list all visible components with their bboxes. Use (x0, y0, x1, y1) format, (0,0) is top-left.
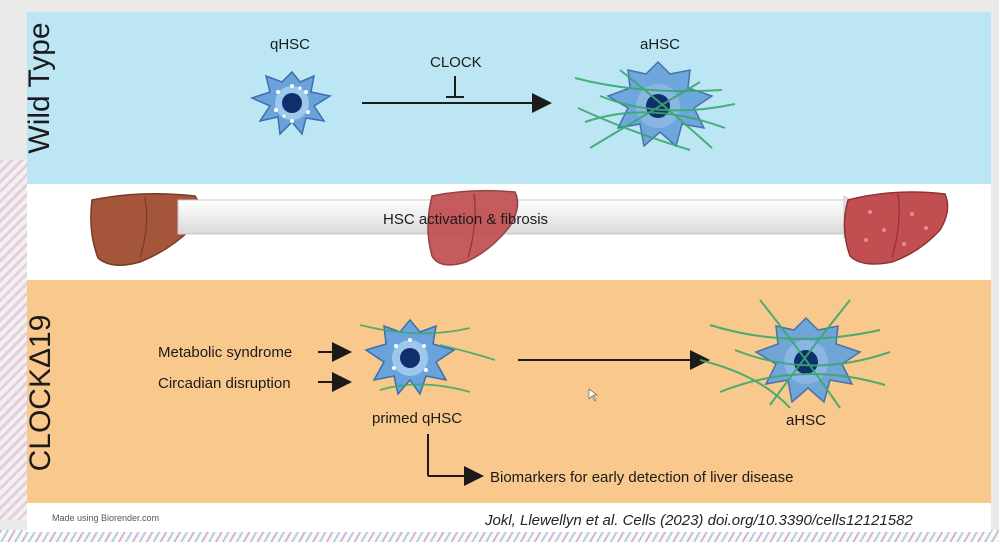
metabolic-syndrome-label: Metabolic syndrome (158, 344, 293, 361)
decorative-stripes-bottom (0, 530, 999, 542)
intermediate-liver-icon (427, 189, 519, 266)
ahsc-clock-label: aHSC (786, 412, 827, 429)
biomarker-connector (427, 434, 484, 486)
circadian-disruption-label: Circadian disruption (158, 375, 291, 392)
mouse-cursor-icon (588, 388, 598, 402)
ahsc-clock-cell-icon (699, 299, 891, 409)
qhsc-cell-icon (249, 70, 332, 136)
healthy-liver-icon (90, 193, 201, 266)
primed-qhsc-cell-icon (359, 318, 496, 396)
biorender-credit: Made using Biorender.com (52, 513, 160, 523)
ahsc-label: aHSC (640, 36, 681, 53)
clock-delta19-label: CLOCKΔ19 (24, 314, 57, 472)
fibrotic-liver-icon (843, 191, 949, 265)
wild-type-label: Wild Type (23, 22, 56, 154)
wild-type-panel (27, 12, 991, 184)
citation: Jokl, Llewellyn et al. Cells (2023) doi.… (485, 512, 913, 529)
ahsc-cell-icon (574, 60, 736, 151)
clock-inhibitor-label: CLOCK (430, 54, 482, 71)
clock-mutant-panel (27, 280, 991, 503)
decorative-stripes-left (0, 160, 28, 520)
progression-label: HSC activation & fibrosis (383, 211, 549, 228)
primed-qhsc-label: primed qHSC (372, 410, 463, 427)
qhsc-label: qHSC (270, 36, 311, 53)
inhibition-bar (446, 76, 464, 98)
biomarker-label: Biomarkers for early detection of liver … (490, 469, 794, 486)
